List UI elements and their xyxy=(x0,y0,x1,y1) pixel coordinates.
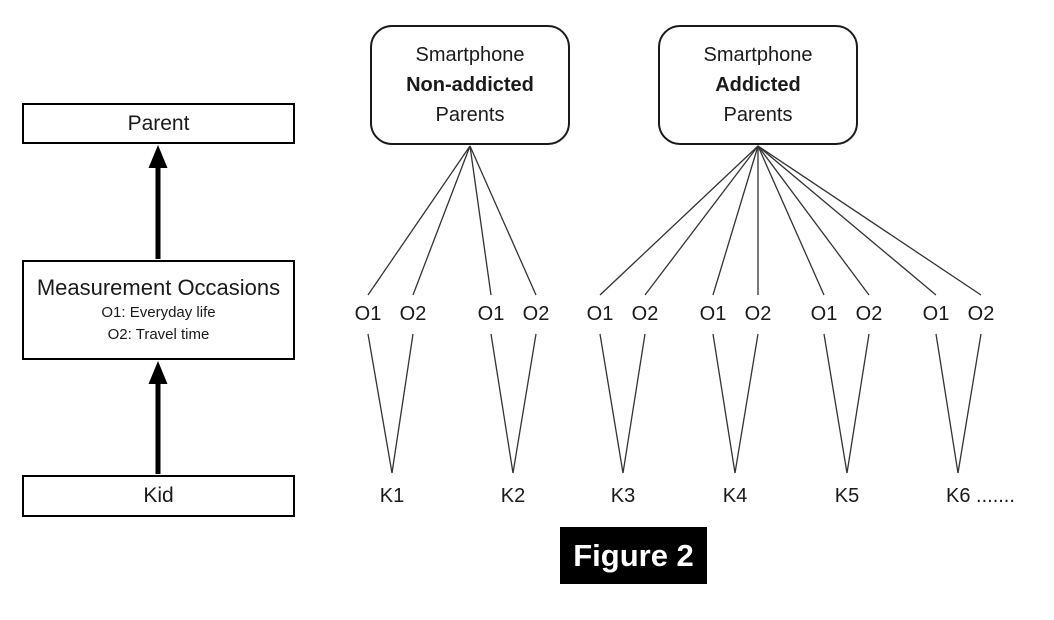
arrow-measurement-to-parent xyxy=(148,145,168,259)
kid-label-k4: K4 xyxy=(722,485,748,507)
addicted-fan-lines xyxy=(599,145,982,296)
kid-v-lines xyxy=(367,333,982,474)
occasion-label-k6-o1: O1 xyxy=(922,303,950,325)
addicted-parents-box: Smartphone Addicted Parents xyxy=(658,25,858,145)
occasion-label-k4-o2: O2 xyxy=(744,303,772,325)
occasion-label-k2-o1: O1 xyxy=(477,303,505,325)
occasion-label-k5-o2: O2 xyxy=(855,303,883,325)
non-addicted-line-2: Non-addicted xyxy=(406,74,534,96)
parent-box-label: Parent xyxy=(127,111,190,135)
non-addicted-line-3: Parents xyxy=(435,104,505,126)
measurement-occasion-2-label: O2: Travel time xyxy=(107,326,210,343)
kid-label-k2: K2 xyxy=(500,485,526,507)
occasion-label-k2-o2: O2 xyxy=(522,303,550,325)
kid-label-k5: K5 xyxy=(834,485,860,507)
occasion-label-k1-o2: O2 xyxy=(399,303,427,325)
occasion-label-k4-o1: O1 xyxy=(699,303,727,325)
occasion-label-k6-o2: O2 xyxy=(967,303,995,325)
non-addicted-line-1: Smartphone xyxy=(415,44,525,66)
kid-label-k1: K1 xyxy=(379,485,405,507)
measurement-occasions-title: Measurement Occasions xyxy=(36,275,281,300)
occasion-label-k1-o1: O1 xyxy=(354,303,382,325)
non-addicted-fan-lines xyxy=(367,145,537,296)
addicted-line-2: Addicted xyxy=(715,74,801,96)
addicted-line-3: Parents xyxy=(723,104,793,126)
addicted-line-1: Smartphone xyxy=(703,44,813,66)
measurement-occasion-1-label: O1: Everyday life xyxy=(101,304,216,321)
occasion-label-k5-o1: O1 xyxy=(810,303,838,325)
occasion-label-k3-o1: O1 xyxy=(586,303,614,325)
kid-box-label: Kid xyxy=(143,484,174,507)
figure-caption: Figure 2 xyxy=(560,527,707,584)
measurement-occasions-box: Measurement Occasions O1: Everyday life … xyxy=(22,260,295,360)
occasion-label-k3-o2: O2 xyxy=(631,303,659,325)
parent-box: Parent xyxy=(22,103,295,144)
kid-label-k6: K6 ....... xyxy=(946,485,1015,507)
arrow-kid-to-measurement xyxy=(148,361,168,474)
figure-caption-text: Figure 2 xyxy=(573,537,694,573)
kid-label-k3: K3 xyxy=(610,485,636,507)
non-addicted-parents-box: Smartphone Non-addicted Parents xyxy=(370,25,570,145)
kid-box: Kid xyxy=(22,475,295,517)
